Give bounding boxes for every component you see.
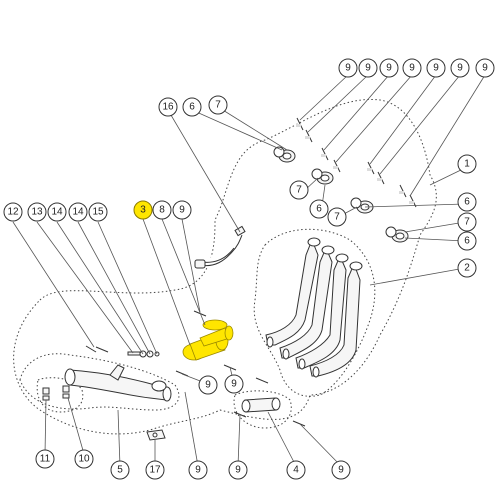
svg-text:15: 15 <box>92 207 104 218</box>
callout-15: 15 <box>88 202 108 222</box>
callout-7c: 7 <box>327 207 347 227</box>
callout-8: 8 <box>152 200 172 220</box>
flange-4 <box>385 226 409 243</box>
callout-9-top-1: 9 <box>338 58 358 78</box>
svg-text:6: 6 <box>316 204 322 215</box>
sensor-bung-outline <box>233 390 292 429</box>
svg-text:14: 14 <box>72 207 84 218</box>
svg-text:11: 11 <box>40 454 51 465</box>
callout-9-bottom-3: 9 <box>331 460 351 480</box>
callout-9-bottom-2: 9 <box>188 460 208 480</box>
callout-3-highlighted: 3 <box>133 200 153 220</box>
svg-text:9: 9 <box>345 63 351 74</box>
svg-text:9: 9 <box>235 465 241 476</box>
sensor-bung-part <box>241 397 281 413</box>
callout-17: 17 <box>145 460 165 480</box>
midpipe-group-outline <box>19 353 180 411</box>
callout-14b: 14 <box>68 202 88 222</box>
callout-labels: 9 9 9 9 9 9 9 16 6 7 1 7 7 6 6 7 6 2 3 8… <box>3 58 495 480</box>
flange-2 <box>311 168 334 185</box>
callout-13: 13 <box>27 202 47 222</box>
small-parts-outline <box>36 377 84 413</box>
callout-6d: 6 <box>457 231 477 251</box>
callout-16: 16 <box>158 97 178 117</box>
flange-3 <box>350 197 374 214</box>
headers-group-outline <box>253 228 376 397</box>
svg-text:6: 6 <box>464 236 470 247</box>
svg-text:17: 17 <box>149 465 161 476</box>
callout-1: 1 <box>457 154 477 174</box>
svg-text:1: 1 <box>464 159 470 170</box>
svg-text:9: 9 <box>338 465 344 476</box>
main-assembly-outline <box>13 98 437 435</box>
svg-text:8: 8 <box>159 205 165 216</box>
callout-11: 11 <box>35 449 55 469</box>
callout-6c: 6 <box>457 192 477 212</box>
callout-9-top-3: 9 <box>379 58 399 78</box>
svg-text:9: 9 <box>386 63 392 74</box>
callout-12: 12 <box>3 202 23 222</box>
callout-9-top-5: 9 <box>426 58 446 78</box>
callout-5: 5 <box>110 460 130 480</box>
svg-text:6: 6 <box>189 102 195 113</box>
small-bracket-part <box>146 429 166 441</box>
callout-4: 4 <box>286 460 306 480</box>
svg-text:9: 9 <box>457 63 463 74</box>
svg-text:13: 13 <box>31 207 43 218</box>
callout-14a: 14 <box>47 202 67 222</box>
callout-7b: 7 <box>289 180 309 200</box>
callout-9-top-6: 9 <box>450 58 470 78</box>
callout-9-top-4: 9 <box>402 58 422 78</box>
mid-pipe-part <box>64 364 172 402</box>
header-pipes-part <box>265 237 363 378</box>
svg-text:9: 9 <box>179 205 185 216</box>
svg-text:9: 9 <box>433 63 439 74</box>
svg-text:2: 2 <box>464 263 470 274</box>
flange-1 <box>273 146 296 163</box>
svg-text:10: 10 <box>78 454 90 465</box>
callout-6a: 6 <box>182 97 202 117</box>
svg-text:6: 6 <box>464 197 470 208</box>
svg-text:5: 5 <box>117 465 123 476</box>
oxygen-sensor-part <box>194 225 246 269</box>
callout-9-upper-mid: 9 <box>172 200 192 220</box>
callout-7a: 7 <box>208 95 228 115</box>
svg-text:9: 9 <box>482 63 488 74</box>
svg-text:9: 9 <box>409 63 415 74</box>
svg-text:14: 14 <box>51 207 63 218</box>
svg-text:16: 16 <box>162 102 174 113</box>
highlighted-joint-part <box>182 319 234 361</box>
callout-7d: 7 <box>457 212 477 232</box>
svg-text:9: 9 <box>231 379 237 390</box>
svg-text:4: 4 <box>293 465 299 476</box>
svg-text:3: 3 <box>140 205 146 216</box>
callout-2: 2 <box>457 258 477 278</box>
svg-text:9: 9 <box>365 63 371 74</box>
callout-9-top-7: 9 <box>475 58 495 78</box>
callout-9-top-2: 9 <box>358 58 378 78</box>
leader-lines <box>12 74 486 467</box>
svg-text:7: 7 <box>334 212 340 223</box>
svg-text:7: 7 <box>215 100 221 111</box>
callout-6b: 6 <box>309 199 329 219</box>
svg-text:12: 12 <box>7 207 19 218</box>
callout-10: 10 <box>74 449 94 469</box>
callout-9-bottom-1: 9 <box>228 460 248 480</box>
svg-text:9: 9 <box>205 380 211 391</box>
callout-9-mid-2: 9 <box>224 374 244 394</box>
svg-text:7: 7 <box>296 185 302 196</box>
stud-set-top <box>296 117 417 208</box>
callout-9-mid-1: 9 <box>198 375 218 395</box>
svg-text:7: 7 <box>464 217 470 228</box>
svg-text:9: 9 <box>195 465 201 476</box>
